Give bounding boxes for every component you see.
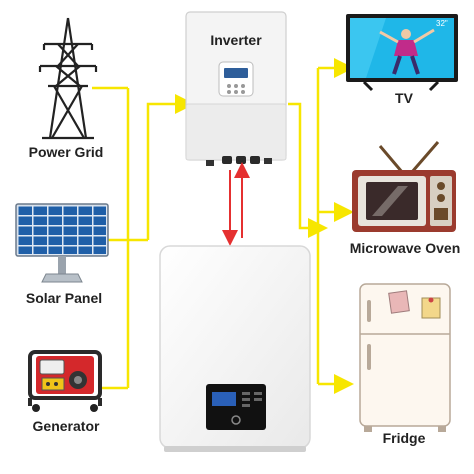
tv-size-label: 32" — [436, 19, 448, 28]
microwave-label: Microwave Oven — [349, 240, 461, 256]
power-grid-label: Power Grid — [28, 144, 104, 160]
inverter-label: Inverter — [210, 32, 262, 48]
fridge-icon — [359, 283, 451, 432]
battery-unit-icon — [159, 245, 311, 452]
power-grid-tower-icon — [38, 17, 98, 140]
connector-lines — [92, 58, 354, 394]
inverter-to-right-bus — [288, 102, 328, 238]
bus-to-inverter — [146, 94, 195, 240]
solar-panel-icon — [15, 203, 109, 283]
solar-panel-label: Solar Panel — [25, 290, 103, 306]
microwave-icon — [352, 141, 456, 232]
generator-label: Generator — [32, 418, 100, 434]
inverter-unit-icon — [185, 11, 287, 166]
fridge-label: Fridge — [382, 430, 426, 446]
tv-label: TV — [395, 90, 413, 106]
generator-icon — [28, 350, 102, 412]
battery-flow-arrows — [222, 162, 250, 246]
tv-icon — [346, 14, 458, 92]
